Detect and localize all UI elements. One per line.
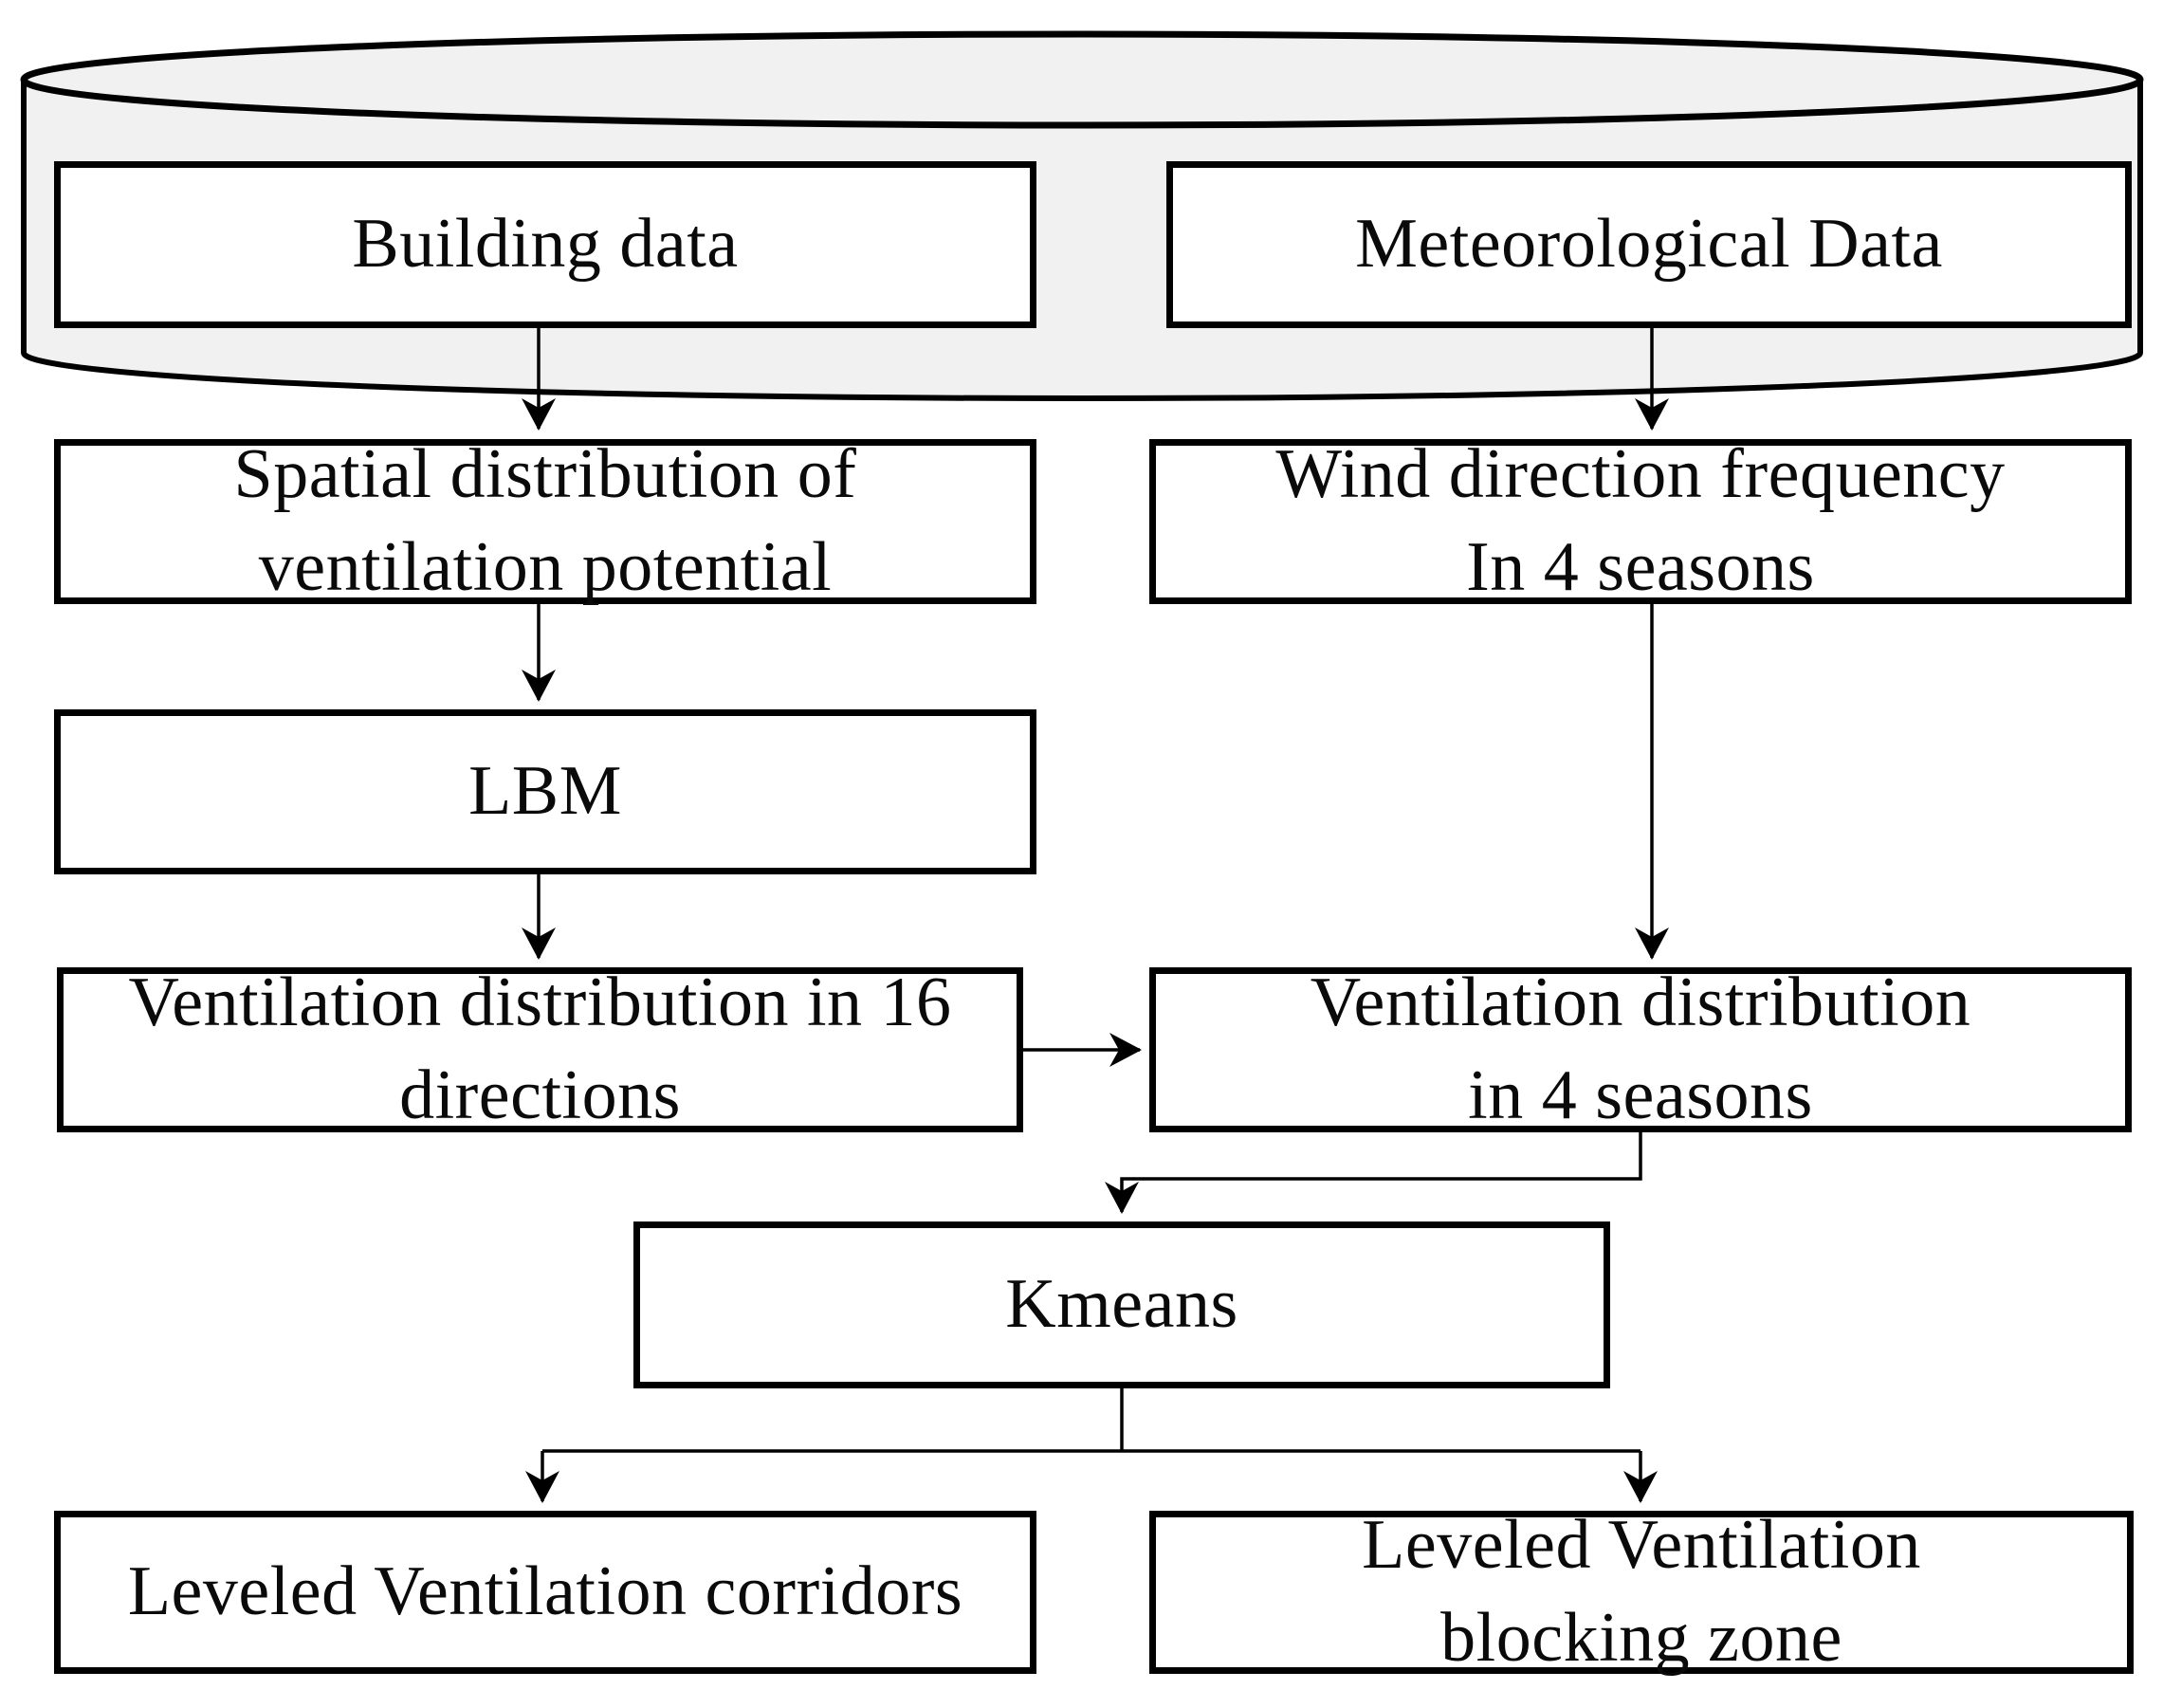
node-spatial-distribution: Spatial distribution of ventilation pote… [54,435,1036,606]
node-wind-direction-frequency: Wind direction frequency In 4 seasons [1149,435,2132,606]
connector-kmeans-split [542,1388,1641,1453]
node-leveled-ventilation-blocking-zone: Leveled Ventilation blocking zone [1149,1506,2134,1677]
node-kmeans-label: Kmeans [1005,1265,1238,1344]
node-leveled-ventilation-corridors-label: Leveled Ventilation corridors [127,1552,963,1631]
node-lbm-label: LBM [468,752,622,831]
node-building-data: Building data [54,161,1036,328]
database-cylinder-rim [20,30,2144,129]
node-meteorological-data-label: Meteorological Data [1355,205,1943,284]
node-building-data-label: Building data [352,205,739,284]
node-leveled-ventilation-blocking-zone-label: Leveled Ventilation blocking zone [1362,1506,1921,1677]
arrow-vent4-to-kmeans [1105,1132,1642,1214]
node-ventilation-4-seasons-label: Ventilation distribution in 4 seasons [1310,964,1971,1134]
node-wind-direction-frequency-label: Wind direction frequency In 4 seasons [1275,435,2006,606]
node-meteorological-data: Meteorological Data [1166,161,2132,328]
node-lbm: LBM [54,709,1036,874]
node-spatial-distribution-label: Spatial distribution of ventilation pote… [233,435,857,606]
node-ventilation-16-directions-label: Ventilation distribution in 16 direction… [128,964,952,1134]
node-leveled-ventilation-corridors: Leveled Ventilation corridors [54,1511,1036,1674]
node-ventilation-4-seasons: Ventilation distribution in 4 seasons [1149,964,2132,1134]
node-ventilation-16-directions: Ventilation distribution in 16 direction… [57,964,1023,1134]
node-kmeans: Kmeans [633,1221,1610,1388]
